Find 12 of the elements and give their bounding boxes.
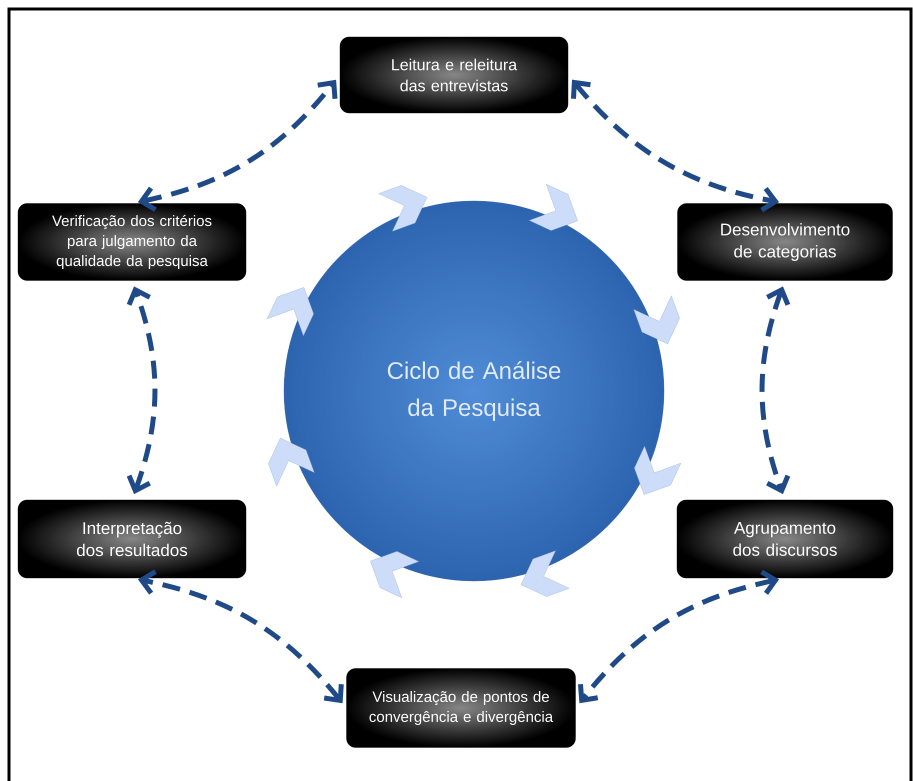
double-arrow — [570, 80, 780, 212]
process-box: Leitura e releitura das entrevistas — [340, 36, 568, 114]
process-box: Interpretação dos resultados — [18, 500, 246, 578]
double-arrow — [138, 569, 344, 704]
double-arrow — [578, 570, 780, 704]
process-box: Desenvolvimento de categorias — [677, 203, 893, 281]
double-arrow — [760, 286, 790, 494]
process-box: Agrupamento dos discursos — [676, 500, 894, 578]
double-arrow — [126, 286, 158, 494]
process-box: Visualização de pontos de convergência e divergência — [346, 668, 576, 748]
double-arrow — [138, 80, 338, 212]
process-box: Verificação dos critérios para julgamento da qualidade da pesquisa — [18, 203, 246, 281]
